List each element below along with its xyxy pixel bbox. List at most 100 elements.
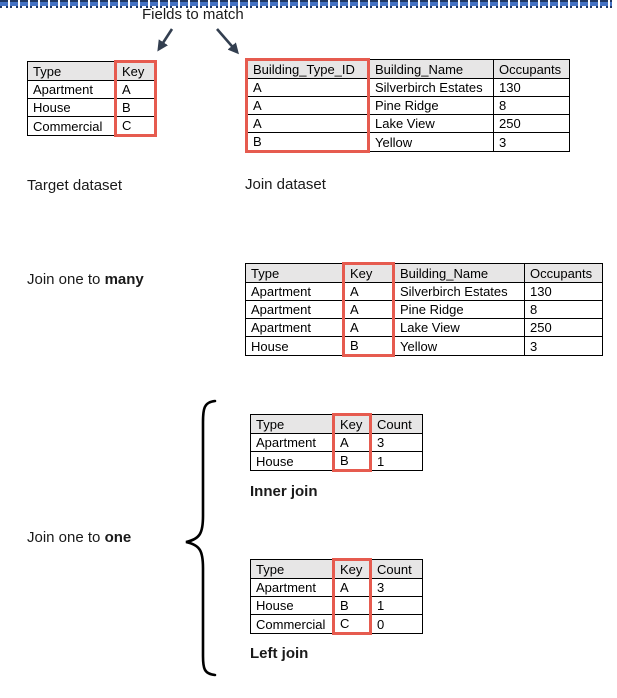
cell: B	[342, 336, 395, 357]
cell: 8	[524, 300, 603, 319]
cell: C	[114, 116, 157, 137]
join-one-to-many-label: Join one to many	[27, 271, 144, 288]
join-dataset-caption: Join dataset	[245, 176, 326, 193]
column-header: Type	[245, 263, 344, 283]
cell: 130	[524, 282, 603, 301]
column-header: Key	[332, 413, 372, 434]
cell: A	[245, 114, 370, 133]
column-header: Occupants	[524, 263, 603, 283]
fields-to-match-arrows	[157, 28, 239, 55]
left-join-caption: Left join	[250, 645, 309, 662]
cell: A	[332, 578, 372, 597]
fields-to-match-label: Fields to match	[142, 6, 244, 23]
cell: B	[332, 596, 372, 615]
cell: Lake View	[393, 318, 525, 337]
cell: C	[332, 614, 372, 635]
cell: House	[245, 336, 344, 356]
column-header: Type	[27, 61, 116, 81]
cell: 8	[493, 96, 570, 115]
cell: Apartment	[245, 318, 344, 337]
join-one-to-one-emphasis: one	[104, 529, 132, 546]
cell: House	[250, 451, 334, 471]
inner-join-caption: Inner join	[250, 483, 318, 500]
join-one-to-many-prefix: Join one to	[27, 271, 105, 288]
arrow-left-icon	[157, 28, 174, 52]
column-header: Building_Name	[368, 59, 494, 79]
cell: Apartment	[250, 433, 334, 452]
cell: A	[114, 80, 157, 99]
cell: A	[245, 96, 370, 115]
cell: 130	[493, 78, 570, 97]
column-header: Type	[250, 559, 334, 579]
column-header: Building_Name	[393, 263, 525, 283]
cell: Silverbirch Estates	[368, 78, 494, 97]
cell: 1	[370, 596, 423, 615]
column-header: Occupants	[493, 59, 570, 79]
column-header: Type	[250, 414, 334, 434]
column-header: Key	[342, 262, 395, 283]
column-header: Count	[370, 414, 423, 434]
cell: Yellow	[393, 336, 525, 356]
section-divider	[0, 0, 612, 8]
cell: Commercial	[27, 116, 116, 136]
cell: 250	[524, 318, 603, 337]
target-dataset-caption: Target dataset	[27, 177, 123, 194]
cell: A	[245, 78, 370, 97]
column-header: Count	[370, 559, 423, 579]
cell: 3	[493, 132, 570, 152]
cell: A	[342, 282, 395, 301]
join-one-to-one-prefix: Join one to	[27, 529, 105, 546]
cell: A	[342, 318, 395, 337]
cell: B	[245, 132, 370, 153]
cell: Lake View	[368, 114, 494, 133]
cell: A	[332, 433, 372, 452]
join-one-to-one-label: Join one to one	[27, 529, 131, 546]
cell: 3	[370, 578, 423, 597]
cell: 3	[370, 433, 423, 452]
column-header: Building_Type_ID	[245, 58, 370, 79]
cell: Silverbirch Estates	[393, 282, 525, 301]
curly-brace-icon	[185, 399, 217, 677]
cell: 0	[370, 614, 423, 634]
cell: House	[250, 596, 334, 615]
cell: B	[114, 98, 157, 117]
cell: Pine Ridge	[393, 300, 525, 319]
cell: Apartment	[27, 80, 116, 99]
column-header: Key	[114, 60, 157, 81]
cell: 1	[370, 451, 423, 471]
cell: 250	[493, 114, 570, 133]
cell: Commercial	[250, 614, 334, 634]
cell: B	[332, 451, 372, 472]
cell: 3	[524, 336, 603, 356]
cell: A	[342, 300, 395, 319]
cell: Apartment	[245, 282, 344, 301]
cell: Apartment	[245, 300, 344, 319]
arrow-right-icon	[216, 28, 239, 55]
